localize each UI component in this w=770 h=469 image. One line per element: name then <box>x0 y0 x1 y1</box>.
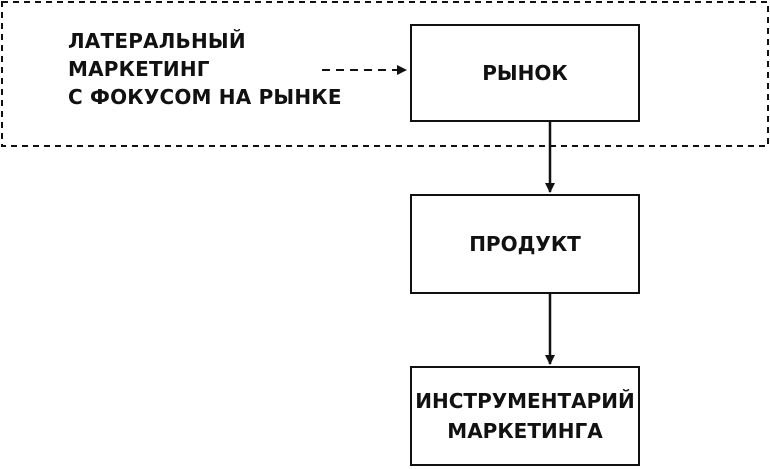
product-box: ПРОДУКТ <box>410 194 640 294</box>
market-box: РЫНОК <box>410 24 640 122</box>
focus-region-dashed-border <box>1 1 769 147</box>
marketing-tools-label-line: МАРКЕТИНГА <box>447 419 603 443</box>
product-box-label: ПРОДУКТ <box>469 232 581 256</box>
marketing-tools-label-line: ИНСТРУМЕНТАРИЙ <box>415 389 635 413</box>
market-box-label: РЫНОК <box>482 61 568 85</box>
note-line: ЛАТЕРАЛЬНЫЙ <box>68 29 246 53</box>
note-line: С ФОКУСОМ НА РЫНКЕ <box>68 85 342 109</box>
marketing-tools-box: ИНСТРУМЕНТАРИЙ МАРКЕТИНГА <box>410 366 640 466</box>
lateral-marketing-note: ЛАТЕРАЛЬНЫЙ МАРКЕТИНГ С ФОКУСОМ НА РЫНКЕ <box>68 27 342 111</box>
note-line: МАРКЕТИНГ <box>68 57 210 81</box>
